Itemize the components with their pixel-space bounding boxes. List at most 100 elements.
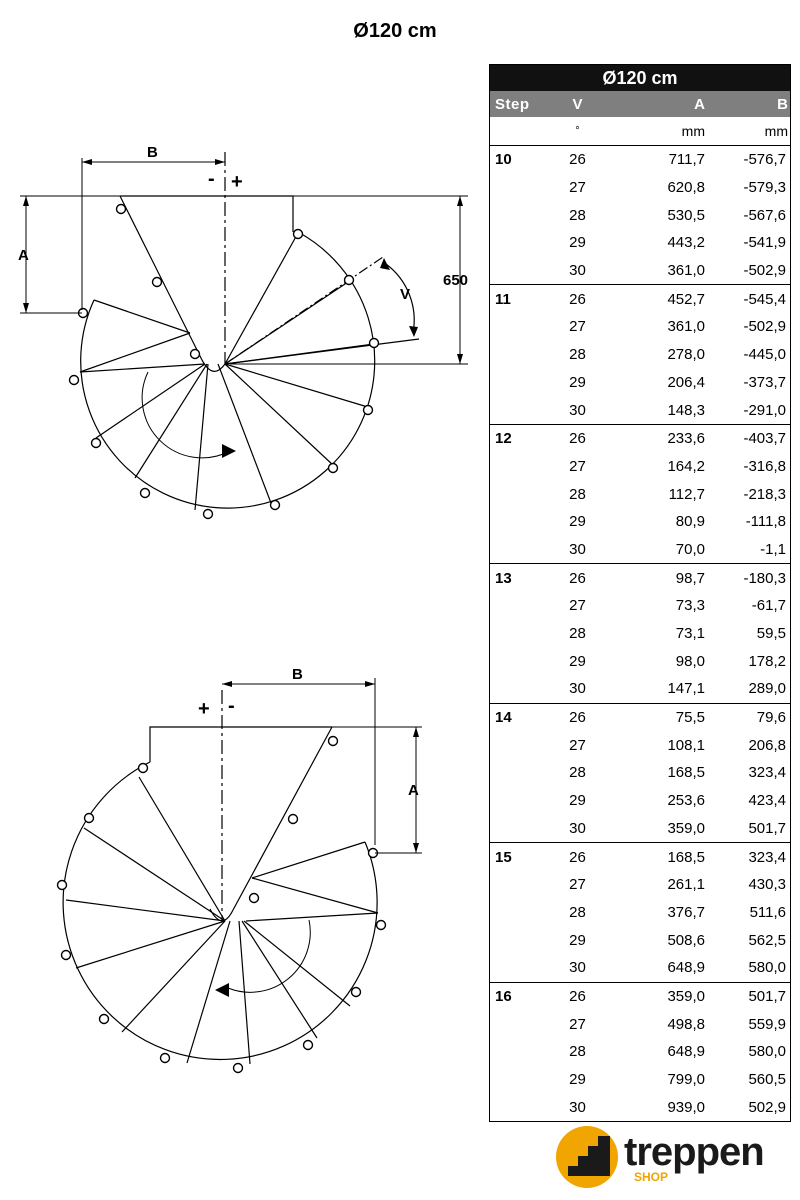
cell-a: 648,9 — [667, 959, 705, 977]
cell-a: 98,7 — [675, 569, 705, 587]
table-title: Ø120 cm — [490, 65, 790, 91]
top-dimension-arrowheads — [23, 159, 463, 364]
bottom-sign-plus: + — [198, 698, 210, 720]
cell-b: -567,6 — [743, 206, 786, 224]
cell-b: -541,9 — [743, 234, 786, 252]
cell-a: 73,3 — [675, 597, 705, 615]
cell-b: -291,0 — [743, 401, 786, 419]
cell-v: 29 — [569, 513, 586, 531]
cell-b: -445,0 — [743, 346, 786, 364]
cell-a: 233,6 — [667, 430, 705, 448]
cell-b: 501,7 — [748, 987, 786, 1005]
top-label-b: B — [147, 144, 158, 161]
cell-v: 27 — [569, 318, 586, 336]
cell-v: 29 — [569, 931, 586, 949]
cell-b: 289,0 — [748, 680, 786, 698]
cell-v: 28 — [569, 764, 586, 782]
cell-a: 253,6 — [667, 792, 705, 810]
cell-a: 359,0 — [667, 987, 705, 1005]
staircase-diagrams: B A V 650 - + — [18, 144, 468, 1074]
cell-v: 29 — [569, 373, 586, 391]
cell-b: 430,3 — [748, 876, 786, 894]
cell-b: 79,6 — [756, 709, 786, 727]
cell-a: 508,6 — [667, 931, 705, 949]
treppen-shop-logo: treppen SHOP — [554, 1124, 786, 1190]
cell-step: 10 — [495, 151, 512, 169]
cell-a: 620,8 — [667, 179, 705, 197]
cell-v: 26 — [569, 430, 586, 448]
cell-step: 15 — [495, 848, 512, 866]
cell-v: 30 — [569, 819, 586, 837]
cell-a: 359,0 — [667, 819, 705, 837]
cell-b: -373,7 — [743, 373, 786, 391]
cell-b: -502,9 — [743, 262, 786, 280]
cell-b: 580,0 — [748, 959, 786, 977]
cell-b: -61,7 — [751, 597, 786, 615]
cell-b: 59,5 — [756, 625, 786, 643]
cell-v: 27 — [569, 736, 586, 754]
cell-step: 13 — [495, 569, 512, 587]
cell-b: 502,9 — [748, 1098, 786, 1116]
top-label-v: V — [400, 286, 410, 303]
cell-step: 12 — [495, 430, 512, 448]
cell-v: 26 — [569, 569, 586, 587]
cell-a: 148,3 — [667, 401, 705, 419]
header-a: A — [694, 95, 705, 113]
top-treads — [79, 232, 375, 511]
cell-v: 29 — [569, 652, 586, 670]
cell-v: 28 — [569, 625, 586, 643]
cell-b: 560,5 — [748, 1071, 786, 1089]
cell-a: 80,9 — [675, 513, 705, 531]
unit-v: ° — [575, 125, 580, 137]
bottom-dimension-arrowheads — [222, 681, 419, 853]
cell-v: 27 — [569, 876, 586, 894]
v-arrowhead-bottom — [409, 326, 418, 337]
cell-v: 28 — [569, 485, 586, 503]
cell-v: 26 — [569, 848, 586, 866]
cell-b: 580,0 — [748, 1043, 786, 1061]
bottom-label-a: A — [408, 782, 419, 799]
cell-a: 206,4 — [667, 373, 705, 391]
cell-a: 376,7 — [667, 903, 705, 921]
cell-a: 530,5 — [667, 206, 705, 224]
cell-v: 28 — [569, 903, 586, 921]
cell-b: -316,8 — [743, 457, 786, 475]
cell-v: 27 — [569, 179, 586, 197]
page-title: Ø120 cm — [353, 20, 437, 42]
cell-v: 28 — [569, 346, 586, 364]
top-label-650: 650 — [443, 272, 468, 289]
table-row: 30 148,3 -291,0 — [490, 396, 790, 424]
cell-b: -579,3 — [743, 179, 786, 197]
cell-v: 26 — [569, 151, 586, 169]
cell-v: 30 — [569, 262, 586, 280]
cell-v: 30 — [569, 401, 586, 419]
cell-v: 26 — [569, 290, 586, 308]
bottom-sign-minus: - — [228, 695, 235, 717]
cell-b: -502,9 — [743, 318, 786, 336]
cell-b: -111,8 — [745, 513, 786, 531]
cell-v: 30 — [569, 540, 586, 558]
cell-b: 323,4 — [748, 848, 786, 866]
cell-a: 261,1 — [667, 876, 705, 894]
bottom-staircase-diagram — [62, 690, 379, 1065]
header-v: V — [572, 95, 583, 113]
cell-b: -180,3 — [743, 569, 786, 587]
table-row: 27 261,1 430,3 — [490, 871, 790, 899]
